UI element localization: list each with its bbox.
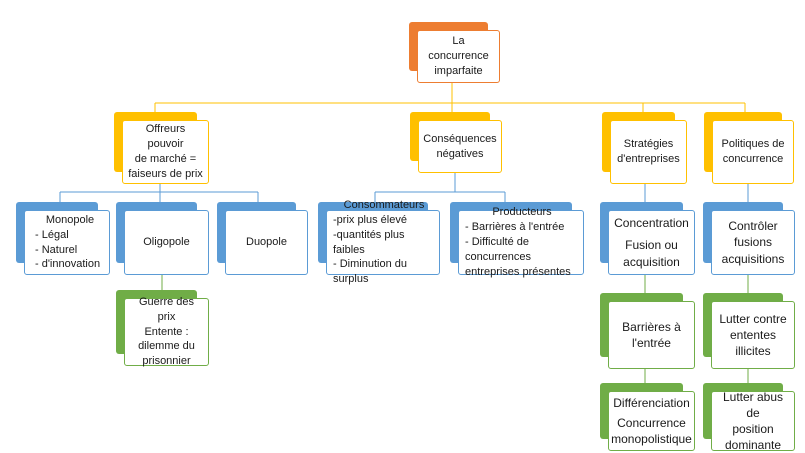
controler-line2: fusions — [733, 235, 773, 250]
node-controler: Contrôler fusions acquisitions — [703, 202, 795, 275]
node-barrieres: Barrières à l'entrée — [600, 293, 695, 369]
node-consequences: Conséquences négatives — [410, 112, 502, 173]
node-guerre-des-prix: Guerre des prix Entente : dilemme du pri… — [116, 290, 209, 368]
lutter-ententes-line1: Lutter contre — [719, 311, 787, 326]
node-strategies: Stratégies d'entreprises — [602, 112, 687, 184]
monopole-title: Monopole — [45, 213, 95, 226]
concentration-line3: acquisition — [623, 254, 680, 269]
differenciation-line2: Concurrence — [617, 415, 686, 430]
root-node: La concurrence imparfaite — [409, 22, 500, 83]
duopole-box: Duopole — [225, 210, 308, 275]
politiques-line1: Politiques de — [721, 138, 785, 151]
node-producteurs: Producteurs - Barrières à l'entrée - Dif… — [450, 202, 584, 278]
monopole-box: Monopole - Légal - Naturel - d'innovatio… — [24, 210, 110, 275]
consommateurs-item-quantites: -quantités plus faibles — [333, 228, 405, 256]
politiques-line2: concurrence — [722, 153, 784, 165]
node-concentration: Concentration Fusion ou acquisition — [600, 202, 695, 275]
duopole-title: Duopole — [246, 236, 287, 249]
politiques-box: Politiques de concurrence — [712, 120, 794, 184]
consequences-box: Conséquences négatives — [418, 120, 502, 173]
lutter-abus-line1: Lutter abus de — [722, 389, 784, 420]
consommateurs-title: Consommateurs — [343, 198, 425, 211]
controler-box: Contrôler fusions acquisitions — [711, 210, 795, 275]
concentration-line2: Fusion ou — [625, 238, 678, 253]
lutter-ententes-line2: ententes — [729, 327, 777, 342]
differenciation-line3: monopolistique — [611, 432, 692, 447]
concentration-line1: Concentration — [614, 216, 689, 231]
offreurs-line2: de marché = — [134, 153, 197, 165]
guerre-line4: prisonnier — [142, 355, 191, 368]
differenciation-box: Différenciation Concurrence monopolistiq… — [608, 391, 695, 451]
lutter-ententes-line3: illicites — [735, 344, 771, 359]
producteurs-item-entreprises: entreprises présentes — [465, 265, 571, 278]
lutter-abus-box: Lutter abus de position dominante — [711, 389, 795, 453]
guerre-line3: dilemme du — [138, 340, 195, 353]
oligopole-title: Oligopole — [143, 236, 190, 249]
concentration-box: Concentration Fusion ou acquisition — [608, 210, 695, 275]
controler-line1: Contrôler — [728, 219, 778, 234]
offreurs-line1: Offreurs pouvoir — [145, 123, 186, 151]
producteurs-title: Producteurs — [492, 206, 552, 219]
root-box: La concurrence imparfaite — [417, 30, 500, 83]
strategies-line1: Stratégies — [623, 138, 674, 151]
guerre-box: Guerre des prix Entente : dilemme du pri… — [124, 295, 209, 368]
monopole-item-legal: - Légal — [35, 228, 69, 241]
node-politiques: Politiques de concurrence — [704, 112, 794, 184]
monopole-item-innovation: - d'innovation — [35, 258, 101, 271]
offreurs-line3: faiseurs de prix — [128, 167, 203, 180]
node-differenciation: Différenciation Concurrence monopolistiq… — [600, 383, 695, 451]
producteurs-item-barrieres: - Barrières à l'entrée — [465, 221, 565, 234]
node-lutter-abus: Lutter abus de position dominante — [703, 383, 795, 453]
offreurs-box: Offreurs pouvoir de marché = faiseurs de… — [122, 120, 209, 184]
node-offreurs: Offreurs pouvoir de marché = faiseurs de… — [114, 112, 209, 184]
differenciation-line1: Différenciation — [613, 395, 690, 410]
node-consommateurs: Consommateurs -prix plus élevé -quantité… — [318, 199, 440, 285]
strategies-box: Stratégies d'entreprises — [610, 120, 687, 184]
barrieres-line1: Barrières à — [622, 319, 681, 334]
consommateurs-item-prix: -prix plus élevé — [333, 213, 407, 226]
node-duopole: Duopole — [217, 202, 308, 275]
monopole-item-naturel: - Naturel — [35, 243, 78, 256]
barrieres-box: Barrières à l'entrée — [608, 301, 695, 369]
connector-consequences-children — [374, 173, 506, 205]
guerre-line1: Guerre des prix — [138, 295, 195, 323]
node-lutter-ententes: Lutter contre ententes illicites — [703, 293, 795, 369]
lutter-ententes-box: Lutter contre ententes illicites — [711, 301, 795, 369]
barrieres-line2: l'entrée — [632, 336, 671, 350]
node-oligopole: Oligopole — [116, 202, 209, 275]
strategies-line2: d'entreprises — [617, 153, 680, 165]
consequences-line2: négatives — [436, 147, 484, 160]
oligopole-box: Oligopole — [124, 210, 209, 275]
consommateurs-box: Consommateurs -prix plus élevé -quantité… — [326, 199, 440, 285]
guerre-line2: Entente : — [144, 325, 189, 338]
lutter-abus-line3: dominante — [724, 438, 782, 453]
producteurs-box: Producteurs - Barrières à l'entrée - Dif… — [458, 206, 584, 278]
consommateurs-item-surplus: - Diminution du surplus — [333, 258, 407, 286]
root-label-line2: imparfaite — [434, 64, 483, 77]
controler-line3: acquisitions — [721, 251, 785, 266]
connector-root-level1 — [154, 83, 746, 116]
root-label-line1: La concurrence — [428, 35, 489, 63]
node-monopole: Monopole - Légal - Naturel - d'innovatio… — [16, 202, 110, 275]
connector-offreurs-children — [59, 184, 259, 205]
consequences-line1: Conséquences — [423, 132, 497, 145]
lutter-abus-line2: position — [732, 422, 774, 436]
producteurs-item-difficulte: - Difficulté de concurrences — [465, 236, 532, 263]
